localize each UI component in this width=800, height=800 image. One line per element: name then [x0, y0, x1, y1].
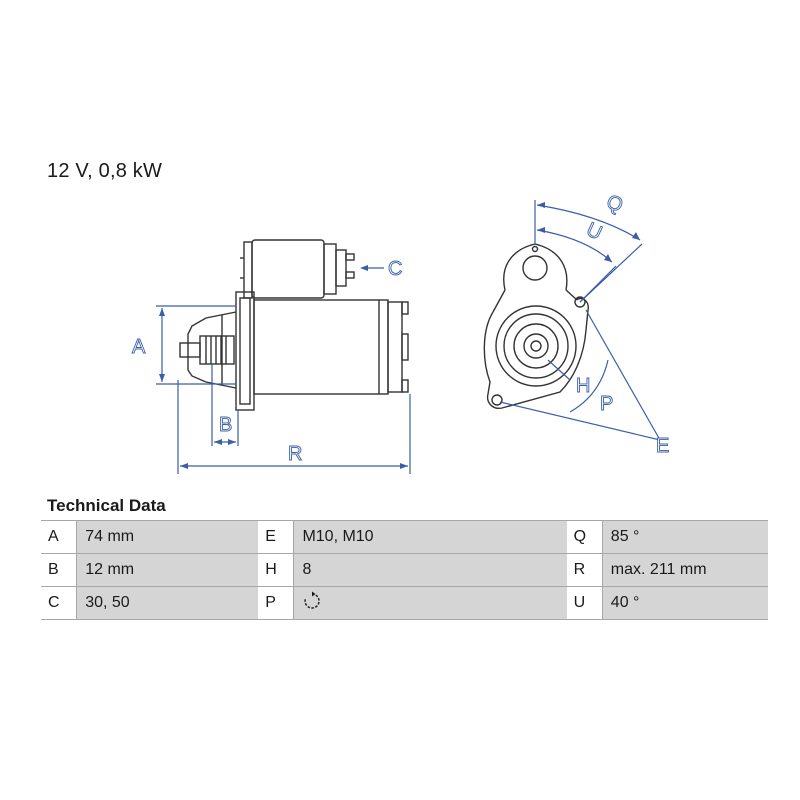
clockwise-rotation-icon: [302, 591, 322, 616]
spec-key: E: [258, 520, 294, 554]
spec-key: R: [566, 553, 603, 587]
dimension-label-c: C: [388, 258, 402, 280]
table-row: C 30, 50 P U 40 °: [41, 586, 768, 620]
dimension-label-b: B: [219, 414, 232, 436]
spec-value: max. 211 mm: [601, 553, 768, 587]
dimension-label-r: R: [288, 443, 302, 465]
table-row: A 74 mm E M10, M10 Q 85 °: [41, 520, 768, 554]
spec-key: Q: [566, 520, 603, 554]
table-row: B 12 mm H 8 R max. 211 mm: [41, 553, 768, 587]
spec-key: A: [41, 520, 77, 554]
dimension-label-p: P: [600, 393, 613, 415]
spec-value: 30, 50: [76, 586, 259, 620]
spec-key: H: [258, 553, 294, 587]
spec-key: C: [41, 586, 77, 620]
technical-data-title: Technical Data: [47, 496, 166, 515]
spec-value: M10, M10: [293, 520, 567, 554]
dimension-label-q: Q: [603, 191, 626, 218]
spec-value: 40 °: [601, 586, 768, 620]
spec-key: P: [258, 586, 294, 620]
spec-value: 85 °: [601, 520, 768, 554]
dimension-label-e: E: [656, 435, 669, 457]
technical-data-table: A 74 mm E M10, M10 Q 85 ° B 12 mm H 8 R …: [41, 520, 768, 620]
dimension-label-u: U: [583, 219, 605, 245]
dimension-label-h: H: [576, 375, 590, 397]
spec-value: 74 mm: [76, 520, 259, 554]
starter-motor-drawing: A B C R Q U H: [132, 190, 670, 474]
spec-value-rotation: [293, 586, 567, 620]
spec-value: 12 mm: [76, 553, 259, 587]
spec-key: U: [566, 586, 603, 620]
spec-value: 8: [293, 553, 567, 587]
dimension-label-a: A: [132, 336, 146, 358]
voltage-power-heading: 12 V, 0,8 kW: [47, 160, 163, 182]
spec-key: B: [41, 553, 77, 587]
